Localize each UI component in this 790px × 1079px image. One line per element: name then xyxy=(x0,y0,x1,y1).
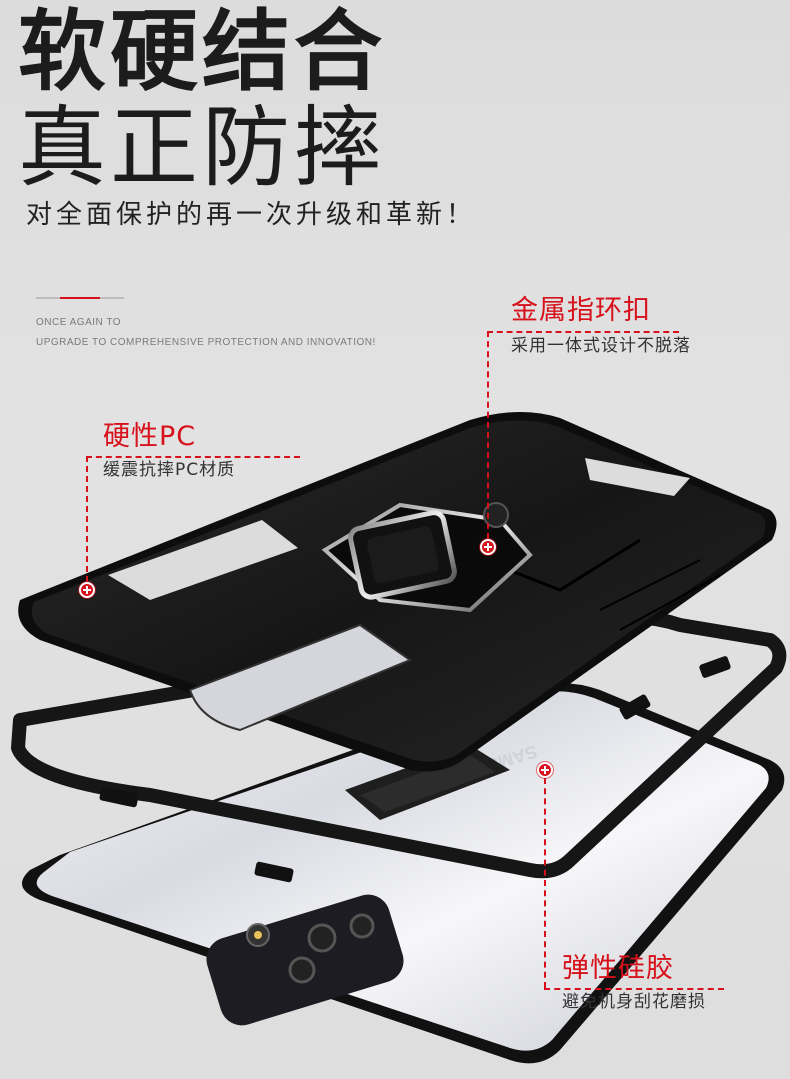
callout-ring-title: 金属指环扣 xyxy=(511,295,651,326)
callout-ring-underline xyxy=(487,331,679,333)
callout-silicone-leader xyxy=(544,778,546,988)
callout-pc-underline xyxy=(86,456,300,458)
callout-pc-leader xyxy=(86,456,88,582)
callout-ring-marker xyxy=(480,539,496,555)
callout-pc-desc: 缓震抗摔PC材质 xyxy=(103,460,236,480)
callout-pc-marker xyxy=(79,582,95,598)
headline-subtitle: 真正防摔 xyxy=(18,96,387,199)
divider-accent xyxy=(60,297,100,299)
callout-ring-leader xyxy=(487,331,489,539)
product-illustration: SAMSUNG xyxy=(11,411,787,1064)
pc-shell xyxy=(18,411,777,772)
english-tagline-2: UPGRADE TO COMPREHENSIVE PROTECTION AND … xyxy=(36,337,376,348)
callout-silicone-desc: 避免机身刮花磨损 xyxy=(562,992,706,1012)
headline-title: 软硬结合 xyxy=(18,0,387,103)
callout-silicone-underline xyxy=(544,988,724,990)
headline-tagline: 对全面保护的再一次升级和革新！ xyxy=(26,200,477,230)
callout-ring-desc: 采用一体式设计不脱落 xyxy=(511,336,691,356)
callout-silicone-title: 弹性硅胶 xyxy=(562,953,674,984)
english-tagline-1: ONCE AGAIN TO xyxy=(36,317,122,328)
callout-pc-title: 硬性PC xyxy=(103,421,197,452)
callout-silicone-marker xyxy=(537,762,553,778)
ring-holder xyxy=(321,502,533,613)
